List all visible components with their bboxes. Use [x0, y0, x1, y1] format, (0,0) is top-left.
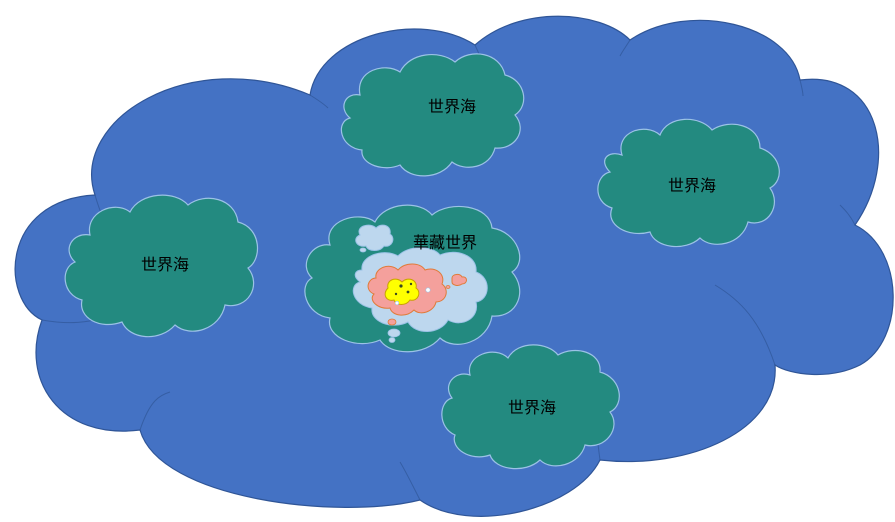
world-sea-right: [597, 118, 780, 248]
world-sea-bottom-cloud: [441, 344, 620, 470]
world-sea-right-cloud: [597, 118, 780, 248]
world-sea-left-label: 世界海: [141, 255, 189, 274]
small-pink-cloud: [451, 274, 467, 286]
yellow-core: [384, 278, 420, 305]
world-sea-top-label: 世界海: [428, 97, 476, 116]
world-sea-top: [340, 53, 525, 177]
world-sea-bottom-label: 世界海: [508, 398, 556, 417]
small-inner-cloud-top: [355, 224, 394, 251]
world-sea-bottom: [441, 344, 620, 470]
world-sea-right-label: 世界海: [668, 176, 716, 195]
lotus-treasury-world: [304, 204, 521, 353]
center-label: 華藏世界: [413, 233, 477, 252]
world-sea-left-cloud: [64, 194, 259, 338]
world-sea-top-cloud: [340, 53, 525, 177]
world-sea-left: [64, 194, 259, 338]
